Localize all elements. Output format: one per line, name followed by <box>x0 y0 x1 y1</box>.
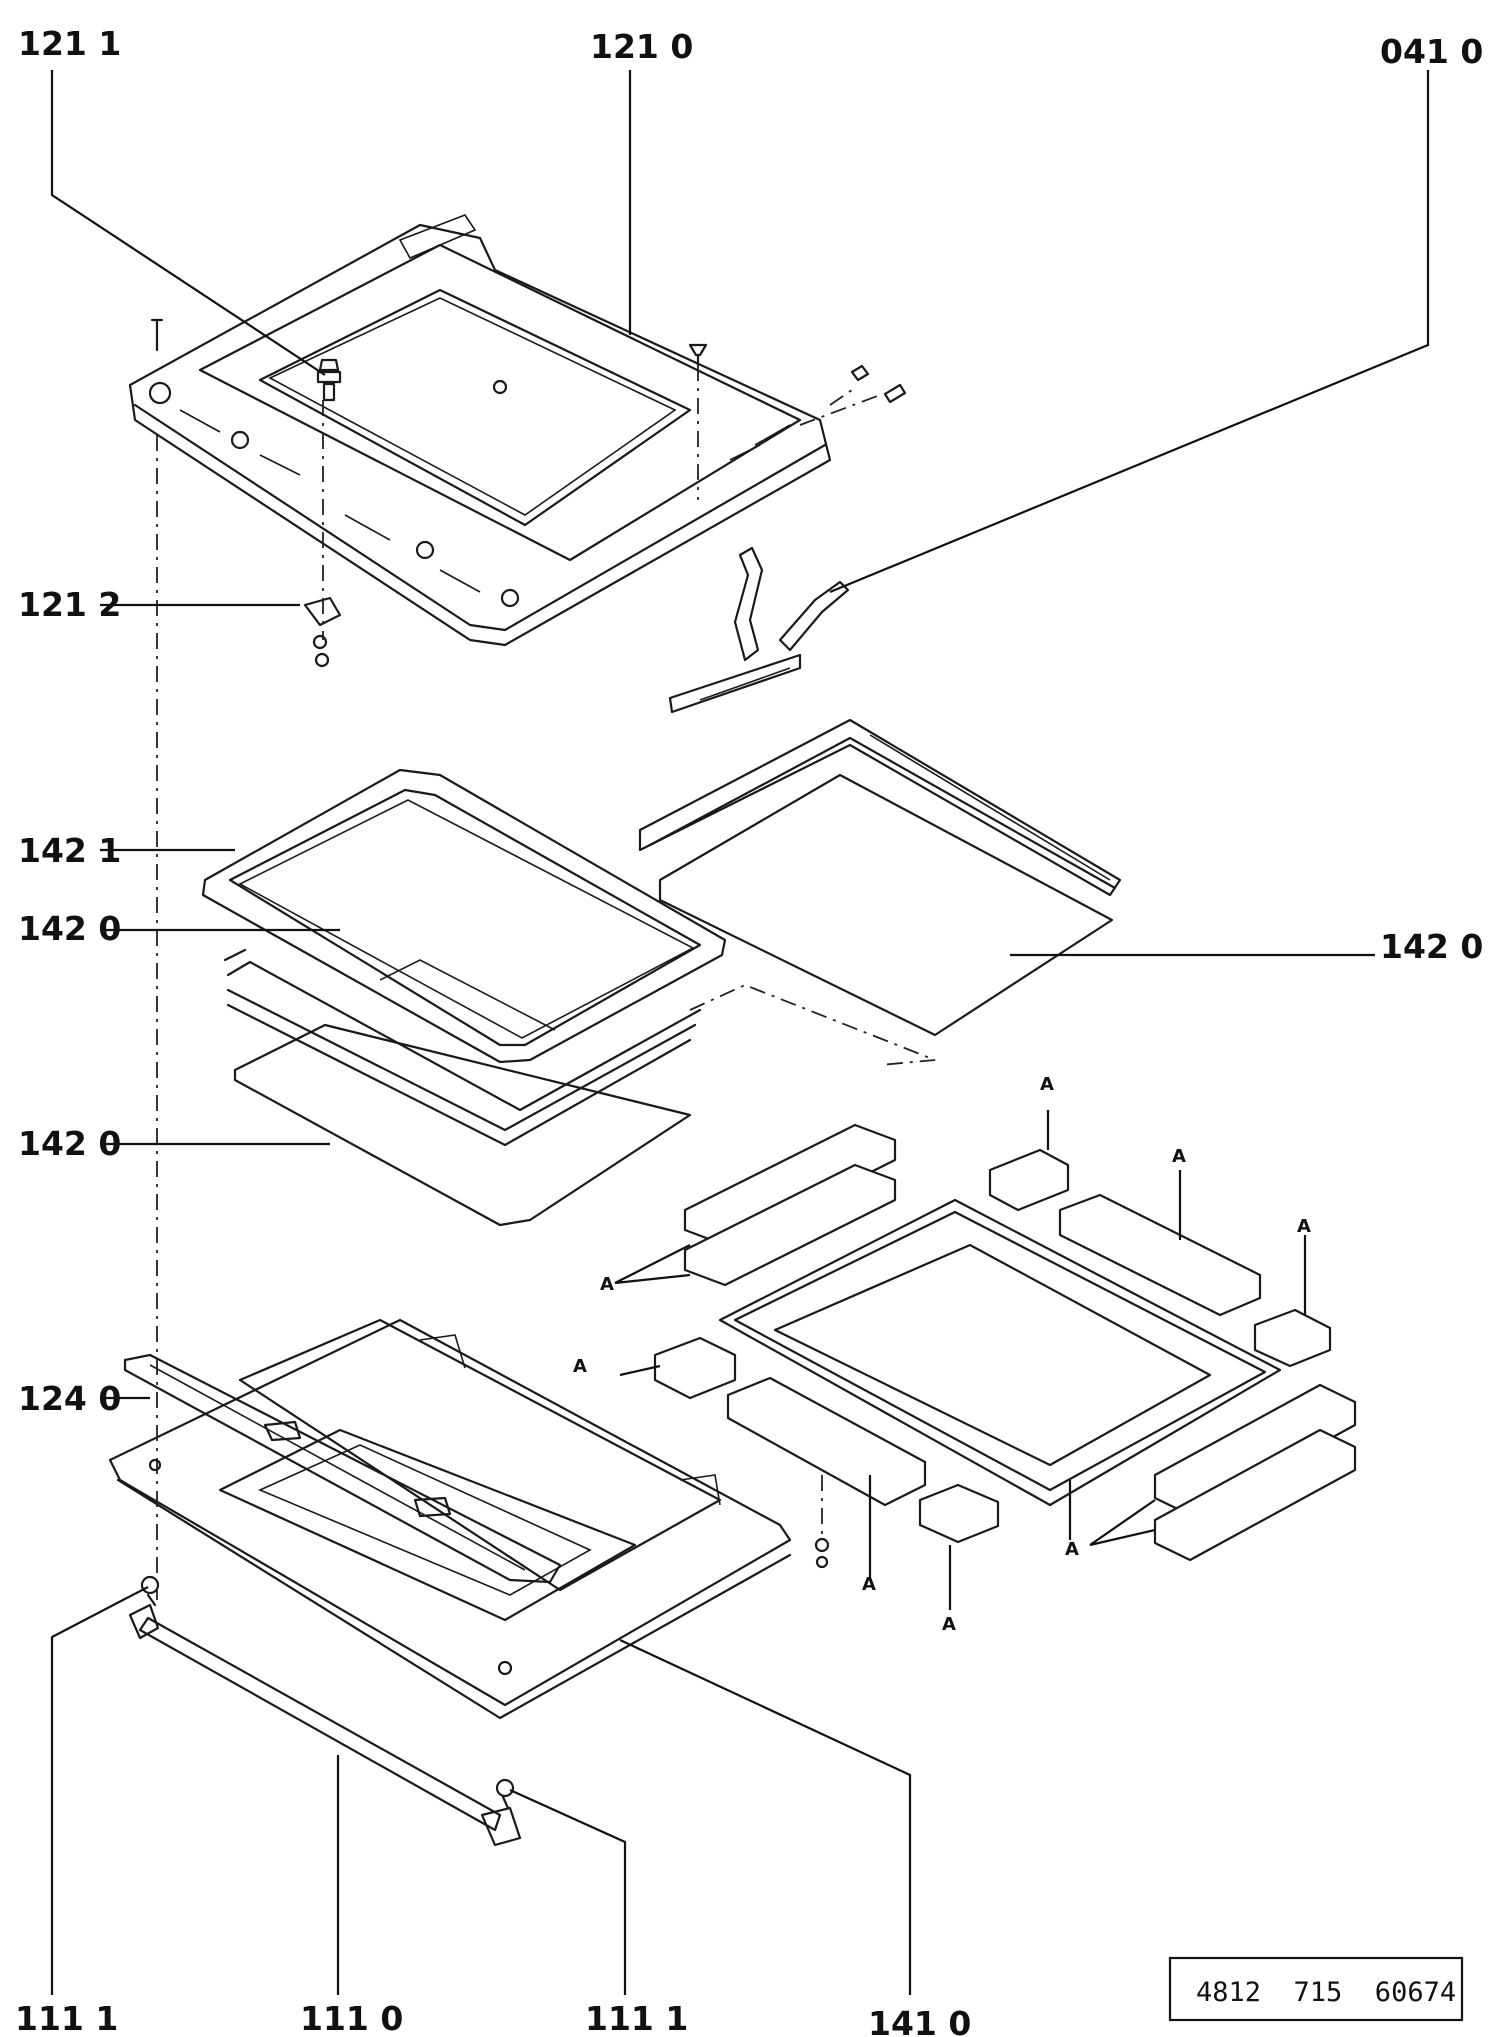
part-labels: 121 1 121 0 041 0 121 2 142 1 142 0 142 … <box>15 24 1483 2037</box>
label-142-1: 142 1 <box>18 831 121 870</box>
label-121-2: 121 2 <box>18 585 121 624</box>
inner-door-141-0 <box>108 1318 792 1720</box>
a-marker-2: A <box>1172 1146 1186 1167</box>
label-121-0: 121 0 <box>590 27 693 66</box>
screws-right <box>799 364 907 426</box>
a-arrows: A A A A A A A A <box>573 1074 1311 1635</box>
a-marker-3: A <box>1297 1216 1311 1237</box>
dash-glass-link <box>689 984 936 1066</box>
label-041-0: 041 0 <box>1380 32 1483 71</box>
label-121-1: 121 1 <box>18 24 121 63</box>
hinge-041-0 <box>668 546 850 714</box>
label-142-0-upper-left: 142 0 <box>18 909 121 948</box>
door-seal-142-1 <box>201 768 727 1064</box>
document-number: 4812 715 60674 <box>1196 1977 1456 2008</box>
leader-lines <box>50 70 1430 1995</box>
glass-tray-142-0-right <box>638 718 1122 1037</box>
label-111-1-right: 111 1 <box>585 1999 688 2037</box>
top-panel-121-0 <box>128 214 832 647</box>
small-screw-right <box>814 1475 830 1569</box>
screw-top-center <box>688 343 708 367</box>
frame-right <box>718 1198 1282 1507</box>
a-marker-4: A <box>600 1274 614 1295</box>
knob-stud-121-1 <box>316 358 342 402</box>
pin-screw-left <box>150 318 164 352</box>
a-marker-6: A <box>862 1574 876 1595</box>
glass-stack-left <box>223 948 702 1227</box>
a-marker-5: A <box>573 1356 587 1377</box>
a-marker-7: A <box>942 1614 956 1635</box>
label-142-0-lower-left: 142 0 <box>18 1124 121 1163</box>
bracket-121-2 <box>303 596 342 668</box>
document-number-box: 4812 715 60674 <box>1168 1956 1464 2022</box>
tube-111-0 <box>128 1575 522 1847</box>
label-111-1-left: 111 1 <box>15 1999 118 2037</box>
label-142-0-right: 142 0 <box>1380 927 1483 966</box>
a-marker-1: A <box>1040 1074 1054 1095</box>
rail-124-0 <box>123 1353 562 1584</box>
a-marker-8: A <box>1065 1539 1079 1560</box>
label-124-0: 124 0 <box>18 1379 121 1418</box>
insulation-blocks <box>653 1123 1357 1562</box>
label-141-0: 141 0 <box>868 2004 971 2037</box>
label-111-0: 111 0 <box>300 1999 403 2037</box>
